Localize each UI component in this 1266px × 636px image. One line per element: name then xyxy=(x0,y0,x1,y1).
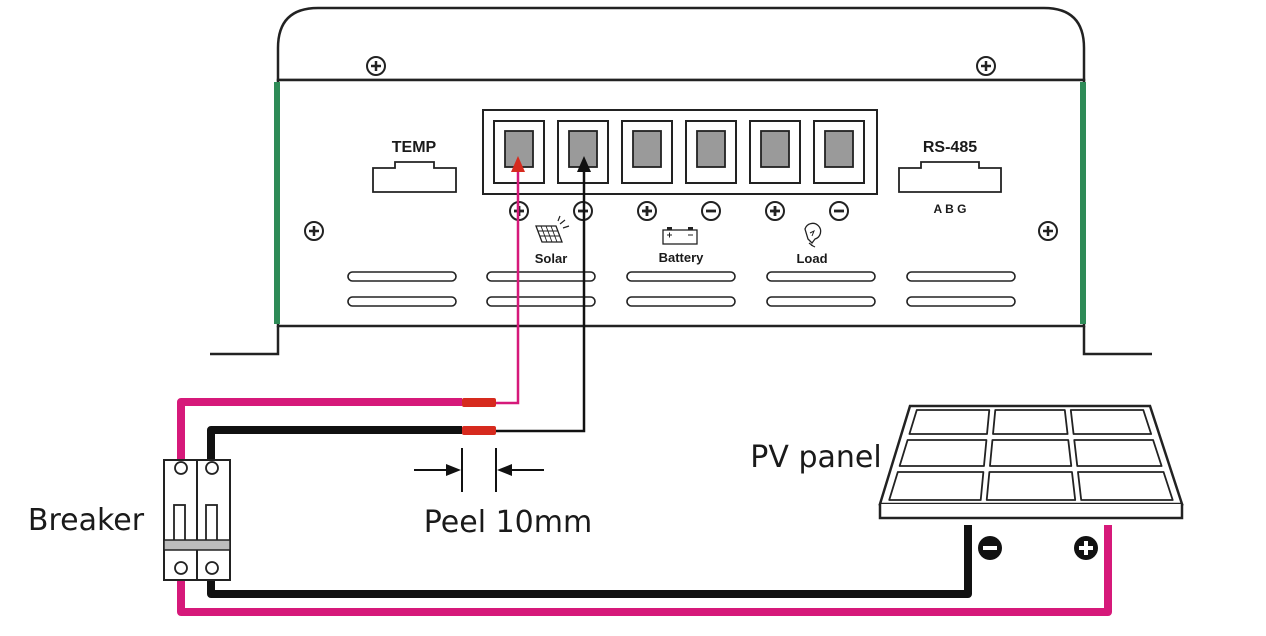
temp-port xyxy=(372,161,457,193)
rs485-port xyxy=(898,161,1002,193)
pv-cell xyxy=(992,409,1069,435)
screw-icon xyxy=(1038,221,1058,241)
pv-cell xyxy=(908,409,991,435)
screw-icon xyxy=(366,56,386,76)
screws xyxy=(304,56,1058,241)
left-mounting-foot xyxy=(210,326,280,356)
pv-cell xyxy=(1069,409,1153,435)
vent-slot xyxy=(486,296,596,307)
pv-cell xyxy=(985,471,1077,501)
vent-slot xyxy=(766,271,876,282)
pv-plus-icon xyxy=(1074,536,1098,560)
right-mounting-foot xyxy=(1082,326,1152,356)
temp-connector: TEMP xyxy=(372,139,457,193)
peel-dimension: Peel 10mm xyxy=(414,448,592,540)
vent-slot xyxy=(906,296,1016,307)
rs485-connector: RS-485 A B G xyxy=(898,139,1002,216)
temp-label: TEMP xyxy=(392,139,437,156)
solar-group: Solar xyxy=(535,215,570,266)
controller-top-cover xyxy=(276,6,1086,82)
battery-negative-terminal xyxy=(685,120,737,221)
bulb-icon xyxy=(804,222,822,248)
minus-icon xyxy=(829,201,849,221)
vent-slot xyxy=(486,271,596,282)
battery-positive-terminal xyxy=(621,120,673,221)
vent-slot xyxy=(766,296,876,307)
right-green-strip xyxy=(1080,82,1086,324)
negative-wire-breaker-to-panel xyxy=(207,525,972,598)
vent-slot xyxy=(347,296,457,307)
minus-icon xyxy=(701,201,721,221)
positive-wire-to-breaker xyxy=(177,398,462,464)
vent-slot xyxy=(626,296,736,307)
left-green-strip xyxy=(274,82,280,324)
positive-lead-arrow xyxy=(496,168,520,405)
pv-cell xyxy=(989,439,1073,467)
ventilation-slots xyxy=(347,271,1016,307)
battery-icon xyxy=(662,227,698,245)
terminal-block xyxy=(482,109,878,221)
vent-slot xyxy=(906,271,1016,282)
vent-slot xyxy=(347,271,457,282)
load-label: Load xyxy=(796,251,827,266)
pv-panel xyxy=(878,404,1184,560)
plus-icon xyxy=(637,201,657,221)
terminal-block-frame xyxy=(482,109,878,195)
rs485-label: RS-485 xyxy=(923,139,977,156)
wiring xyxy=(177,156,1112,616)
battery-label: Battery xyxy=(659,250,705,265)
pv-cell xyxy=(1073,439,1163,467)
load-group: Load xyxy=(796,222,828,266)
battery-group: Battery xyxy=(659,227,705,265)
positive-arrow-head xyxy=(511,156,525,172)
breaker xyxy=(163,459,231,581)
pv-panel-edge xyxy=(878,504,1184,520)
vent-slot xyxy=(626,271,736,282)
screw-icon xyxy=(304,221,324,241)
negative-arrow-head xyxy=(577,156,591,172)
screw-icon xyxy=(976,56,996,76)
pv-panel-label: PV panel xyxy=(750,440,881,475)
negative-ferrule xyxy=(462,426,496,435)
solar-panel-icon xyxy=(535,215,570,243)
pv-cell xyxy=(1077,471,1174,501)
plus-icon xyxy=(765,201,785,221)
load-negative-terminal xyxy=(813,120,865,221)
breaker-label: Breaker xyxy=(28,503,145,538)
pv-cell xyxy=(888,471,985,501)
solar-negative-terminal xyxy=(557,120,609,221)
load-positive-terminal xyxy=(749,120,801,221)
positive-wire-breaker-to-panel xyxy=(177,525,1112,616)
solar-label: Solar xyxy=(535,251,568,266)
rs485-pins: A B G xyxy=(934,202,967,216)
positive-ferrule xyxy=(462,398,496,407)
pv-minus-icon xyxy=(978,536,1002,560)
negative-lead-arrow xyxy=(496,168,586,433)
negative-wire-to-breaker xyxy=(207,426,462,464)
peel-label: Peel 10mm xyxy=(424,505,592,540)
pv-cell xyxy=(898,439,988,467)
